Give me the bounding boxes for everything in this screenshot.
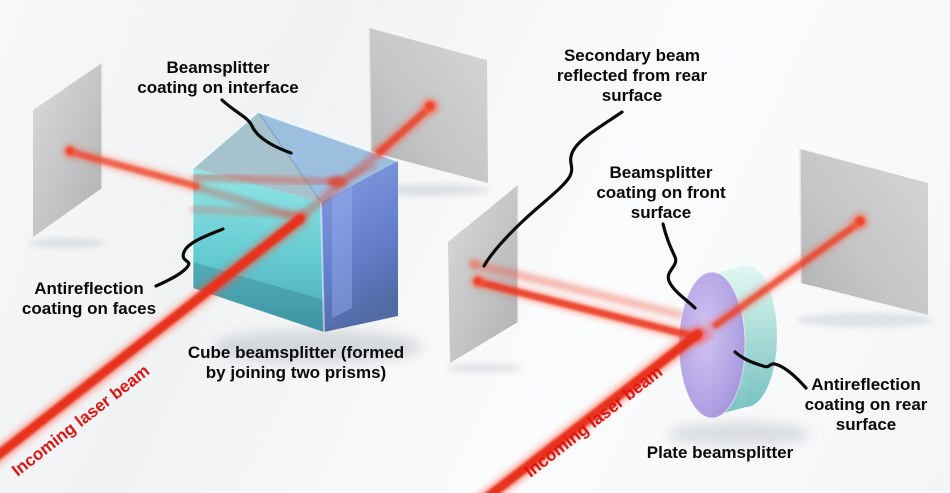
label-line: coating on front	[596, 183, 726, 202]
reflected-beam-core	[67, 148, 200, 190]
plate-transmitted-core	[712, 218, 864, 329]
label-line: coating on interface	[137, 78, 299, 97]
label-line: Beamsplitter	[166, 58, 270, 77]
beam-spot-top-screen-core	[425, 101, 435, 111]
beam-spot-right-screen-core	[855, 216, 865, 226]
internal-beam-top-face	[192, 173, 340, 186]
pointer-front-surface	[661, 222, 697, 310]
laser-beams-plate-scene-over	[469, 210, 871, 493]
label-cube-caption: Cube beamsplitter (formed by joining two…	[188, 343, 404, 383]
pointer-secondary	[482, 110, 624, 268]
label-front-surface: Beamsplitter coating on front surface	[596, 163, 725, 223]
pointer-lines	[154, 98, 808, 390]
plate-reflected-core	[474, 278, 700, 341]
label-antireflection-faces: Antireflection coating on faces	[22, 279, 156, 319]
pointer-interface	[220, 98, 293, 155]
label-line: surface	[601, 86, 663, 105]
incoming-beam-right-core	[485, 329, 703, 493]
beam-spot-middle-screen-core	[474, 277, 482, 285]
label-line: coating on faces	[21, 299, 157, 318]
label-line: by joining two prisms)	[205, 363, 387, 382]
label-line: Plate beamsplitter	[646, 443, 794, 462]
label-line: surface	[835, 415, 897, 434]
label-line: Beamsplitter	[609, 163, 713, 182]
transmitted-beam-core	[376, 103, 434, 156]
label-rear-surface: Antireflection coating on rear surface	[805, 375, 928, 435]
secondary-beam-spot	[469, 259, 479, 269]
label-secondary-beam: Secondary beam reflected from rear surfa…	[557, 46, 707, 106]
internal-reflected-beam	[192, 183, 304, 222]
screen-plate-output	[799, 148, 928, 315]
incoming-beam-left-core	[0, 214, 305, 460]
label-cube-interface: Beamsplitter coating on interface	[137, 58, 299, 98]
internal-transmitted-beam	[295, 145, 387, 223]
pointer-rear-surface	[733, 350, 808, 390]
label-line: Secondary beam	[563, 46, 701, 65]
label-line: reflected from rear	[556, 66, 708, 85]
label-plate-caption: Plate beamsplitter	[647, 443, 793, 463]
label-line: surface	[630, 203, 692, 222]
label-line: Antireflection	[34, 279, 144, 298]
label-line: Cube beamsplitter (formed	[187, 343, 405, 362]
label-line: Antireflection	[811, 375, 921, 394]
pointer-faces	[154, 227, 225, 288]
label-line: coating on rear	[804, 395, 928, 414]
beam-spot-left-screen-core	[66, 147, 74, 155]
laser-beams-cube-scene	[0, 95, 441, 465]
